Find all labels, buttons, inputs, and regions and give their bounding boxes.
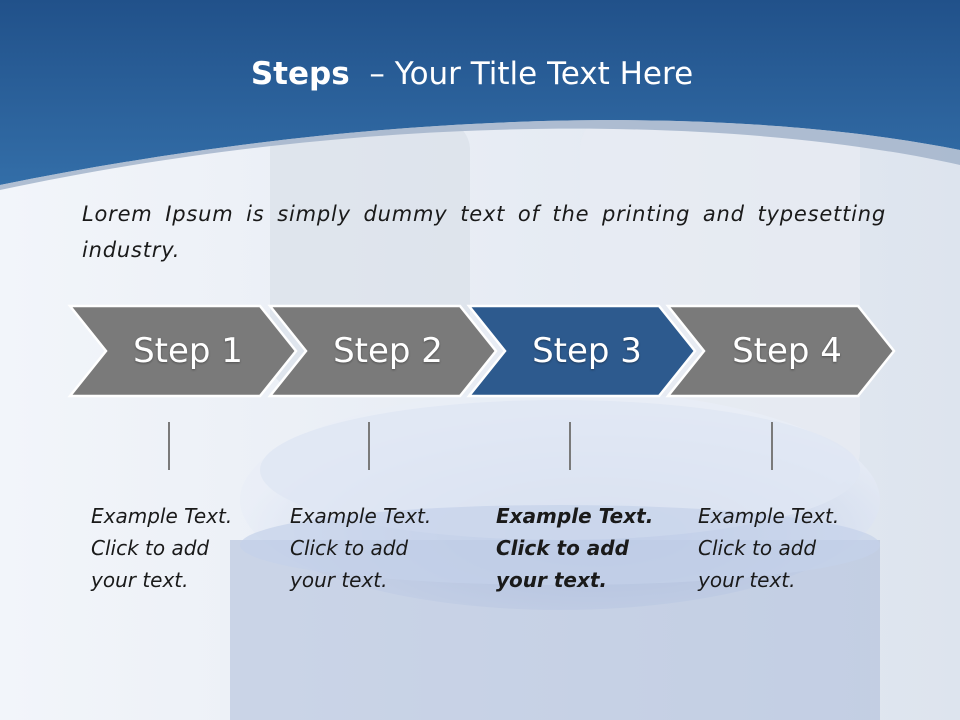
title-rest: – Your Title Text Here [369, 56, 694, 92]
step-3-chevron[interactable] [466, 304, 697, 398]
step-1-text[interactable]: Example Text. Click to add your text. [91, 504, 233, 592]
step-3-label: Step 3 [532, 331, 642, 371]
step-2-chevron[interactable] [267, 304, 498, 398]
step-3-text[interactable]: Example Text. Click to add your text. [496, 504, 654, 592]
slide-title[interactable]: Steps – Your Title Text Here [0, 52, 944, 96]
step-4-text[interactable]: Example Text. Click to add your text. [698, 504, 840, 592]
step-2-connector [368, 422, 370, 470]
title-bold: Steps [250, 56, 350, 92]
step-4-connector [771, 422, 773, 470]
step-1-label: Step 1 [133, 331, 243, 371]
step-4-chevron[interactable] [665, 304, 896, 398]
step-1-connector [168, 422, 170, 470]
step-2-label: Step 2 [333, 331, 443, 371]
step-3-connector [569, 422, 571, 470]
step-1-chevron[interactable] [67, 304, 298, 398]
intro-text[interactable]: Lorem Ipsum is simply dummy text of the … [82, 202, 886, 262]
step-4-label: Step 4 [732, 331, 842, 371]
step-2-text[interactable]: Example Text. Click to add your text. [290, 504, 432, 592]
